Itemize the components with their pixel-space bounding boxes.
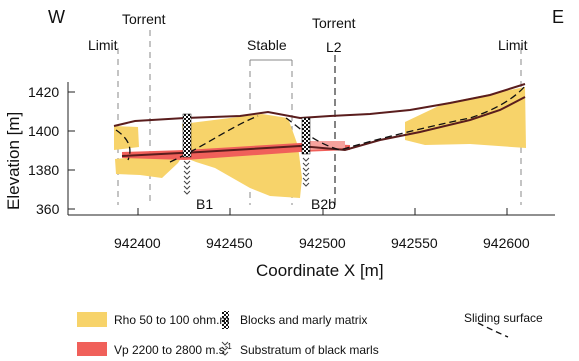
y-axis-title: Elevation [m] <box>4 111 23 210</box>
label-l2: L2 <box>326 39 342 55</box>
label-torrent-left: Torrent <box>122 11 166 27</box>
rho-east-body <box>405 87 526 148</box>
x-tick-marks <box>137 208 508 215</box>
direction-west: W <box>48 7 65 27</box>
x-tick-label: 942450 <box>206 235 253 251</box>
legend-rho-label: Rho 50 to 100 ohm.m <box>114 313 230 327</box>
direction-east: E <box>552 7 565 27</box>
rho-left-patch <box>114 126 139 150</box>
chevron-stack-icon <box>221 341 229 356</box>
dashed-line-icon <box>477 322 509 338</box>
label-borehole-b1: B1 <box>196 196 214 212</box>
topography-line <box>113 83 526 127</box>
legend-sliding-label: Sliding surface <box>464 311 543 325</box>
borehole-b1 <box>182 113 192 158</box>
substratum-chevrons-b2b <box>302 157 310 187</box>
legend-vp-exponent: -1 <box>224 342 232 351</box>
x-axis-title: Coordinate X [m] <box>256 261 384 280</box>
rho-body <box>114 87 526 198</box>
borehole-b2b <box>301 117 311 155</box>
x-tick-label: 942550 <box>391 235 438 251</box>
y-tick-label: 1380 <box>28 162 60 178</box>
y-tick-marks <box>68 91 75 210</box>
y-tick-label: 1400 <box>28 123 60 139</box>
x-tick-label: 942400 <box>114 235 161 251</box>
legend-blocks-label: Blocks and marly matrix <box>240 313 368 327</box>
checker-borehole-icon <box>222 311 229 329</box>
y-tick-label: 360 <box>36 201 60 217</box>
legend-vp-swatch <box>77 342 107 356</box>
label-stable: Stable <box>247 37 287 53</box>
label-borehole-b2b: B2b <box>311 196 336 212</box>
legend-vp-text: Vp 2200 to 2800 m.s <box>114 343 225 357</box>
x-tick-label: 942600 <box>483 235 530 251</box>
substratum-chevrons-b1 <box>183 160 191 195</box>
x-tick-label: 942500 <box>299 235 346 251</box>
layer-boundary-line <box>121 96 526 157</box>
sliding-surface <box>115 85 526 163</box>
y-tick-label: 1420 <box>28 84 60 100</box>
legend-rho-swatch <box>77 312 107 327</box>
label-limit-left: Limit <box>88 37 118 53</box>
label-torrent-right: Torrent <box>312 15 356 31</box>
legend-vp-label: Vp 2200 to 2800 m.s-1 <box>114 342 232 357</box>
legend-substratum-label: Substratum of black marls <box>240 343 379 357</box>
label-limit-right: Limit <box>498 37 528 53</box>
